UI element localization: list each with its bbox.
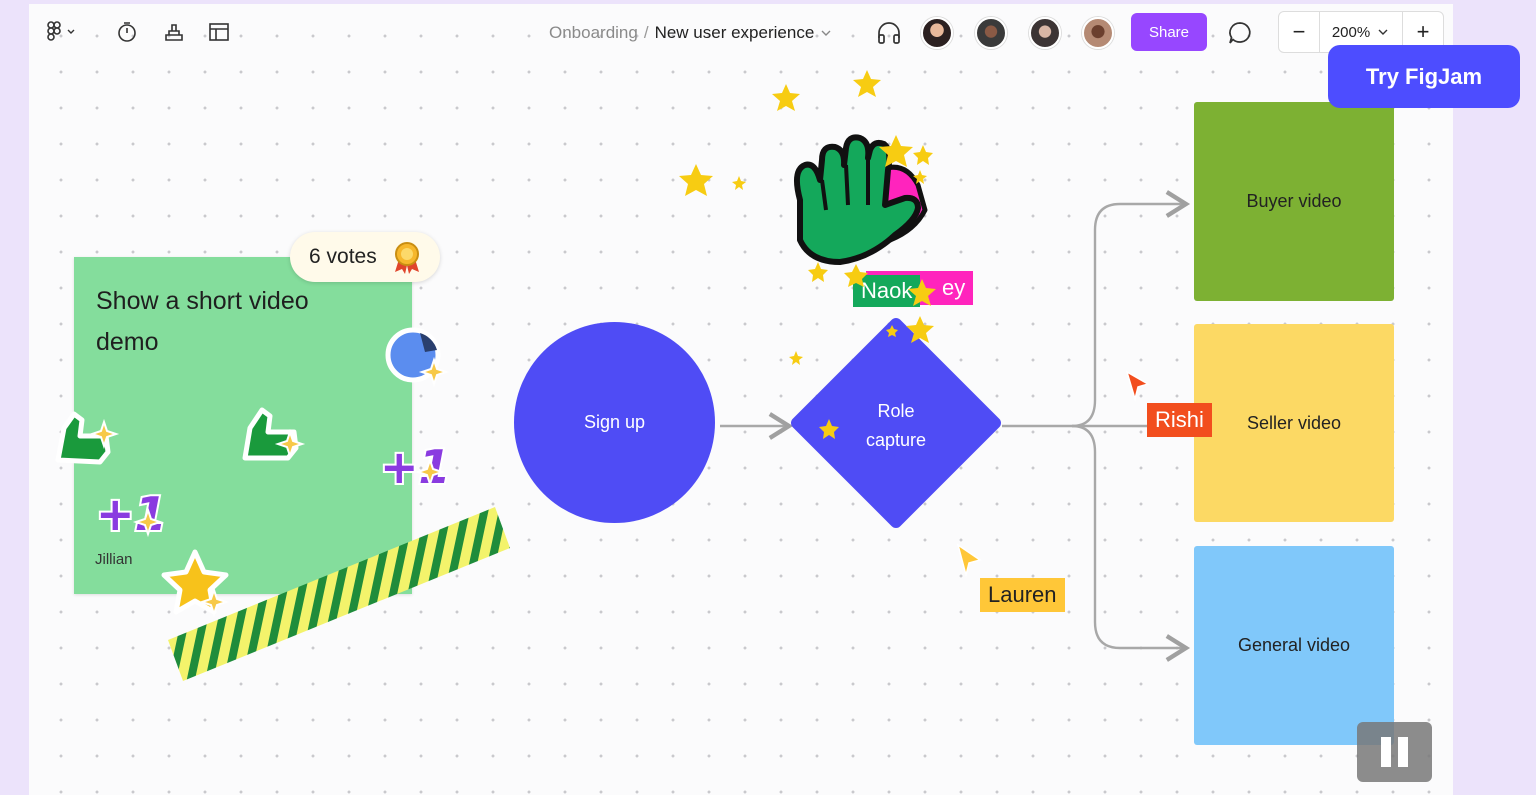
breadcrumb-separator: /: [643, 23, 649, 42]
votes-count: 6 votes: [309, 245, 377, 268]
comment-icon: [1229, 22, 1251, 44]
zoom-divider: [1402, 12, 1403, 52]
layout-button[interactable]: [207, 20, 231, 44]
comment-button[interactable]: [1227, 21, 1253, 45]
zoom-level-select[interactable]: 200%: [1320, 12, 1402, 52]
pause-button[interactable]: [1357, 722, 1432, 782]
role-capture-label-line2: capture: [865, 430, 927, 450]
sticky-note-text: Show a short video demo: [96, 287, 309, 356]
main-menu-button[interactable]: [46, 20, 78, 44]
pause-icon: [1381, 737, 1391, 767]
avatar[interactable]: [1029, 17, 1061, 49]
stamp-icon: [165, 24, 183, 41]
avatar[interactable]: [975, 17, 1007, 49]
try-figjam-button[interactable]: Try FigJam: [1328, 45, 1520, 108]
zoom-divider: [1319, 12, 1320, 52]
audio-button[interactable]: [876, 21, 902, 45]
zoom-level-value: 200%: [1331, 23, 1371, 41]
sticky-note-author: Jillian: [95, 551, 133, 568]
sticky-note[interactable]: Show a short video demo Jillian: [74, 257, 412, 594]
role-capture-label: Role capture: [846, 397, 946, 455]
top-toolbar: Onboarding / New user experience Share − 2…: [29, 4, 1453, 62]
sign-up-node[interactable]: Sign up: [514, 322, 715, 523]
zoom-in-button[interactable]: +: [1416, 19, 1430, 44]
cursor-label-rishi: Rishi: [1147, 403, 1212, 437]
timer-button[interactable]: [115, 20, 139, 44]
pause-icon: [1398, 737, 1408, 767]
cursor-label-lauren: Lauren: [980, 578, 1065, 612]
share-button[interactable]: Share: [1131, 13, 1207, 51]
figma-logo-icon: [47, 21, 75, 41]
breadcrumb[interactable]: Onboarding / New user experience: [549, 23, 833, 43]
zoom-out-button[interactable]: −: [1292, 19, 1306, 44]
votes-badge[interactable]: 6 votes: [290, 232, 440, 282]
chevron-down-icon: [1378, 29, 1388, 35]
stamp-button[interactable]: [162, 20, 186, 44]
stopwatch-icon: [118, 22, 136, 42]
avatar[interactable]: [1082, 17, 1114, 49]
breadcrumb-file[interactable]: New user experience: [654, 23, 815, 42]
medal-icon: [394, 242, 419, 274]
role-capture-label-line1: Role: [877, 401, 915, 421]
layout-icon: [209, 23, 229, 41]
seller-video-node[interactable]: Seller video: [1194, 324, 1394, 522]
general-video-node[interactable]: General video: [1194, 546, 1394, 745]
cursor-label-naok: Naok: [853, 275, 921, 307]
avatar[interactable]: [921, 17, 953, 49]
breadcrumb-project[interactable]: Onboarding: [549, 23, 638, 42]
chevron-down-icon[interactable]: [819, 28, 833, 38]
buyer-video-node[interactable]: Buyer video: [1194, 102, 1394, 301]
headphones-icon: [878, 22, 900, 44]
